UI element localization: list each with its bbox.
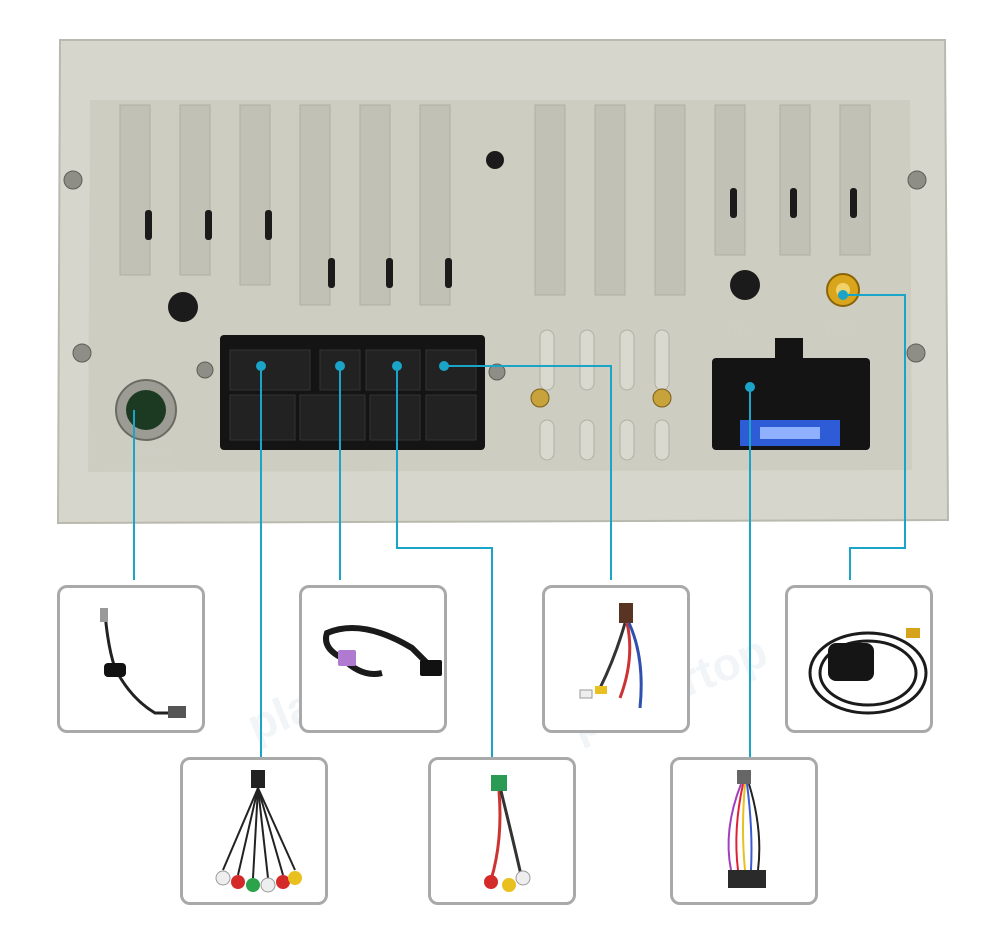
usb-cable-box <box>299 585 447 733</box>
rca-harness-icon <box>215 770 302 893</box>
power-harness-icon <box>727 770 766 888</box>
leader-line-aux <box>444 365 612 580</box>
rca-input-harness-box <box>428 757 576 905</box>
dtv-label: DTV <box>727 324 754 338</box>
gps-antenna-icon <box>808 628 928 715</box>
usb-cable-icon <box>323 625 442 677</box>
gps-label: GPS <box>826 324 854 338</box>
aux-wire-harness-box <box>542 585 690 733</box>
radio-antenna-adapter-box <box>57 585 205 733</box>
main-connector-block <box>220 335 485 450</box>
radio-label: RADIO <box>130 445 173 459</box>
leader-lines <box>133 294 906 757</box>
rca-output-harness-box <box>180 757 328 905</box>
antenna-adapter-cable-icon <box>100 608 186 718</box>
head-unit-back-panel: RADIO DTV GPS <box>56 39 950 525</box>
power-harness-box <box>670 757 818 905</box>
power-connector <box>712 338 870 450</box>
wire-harness-icon <box>579 603 643 709</box>
radio-antenna-socket <box>115 379 177 441</box>
leader-line-rca-input <box>396 366 493 757</box>
leader-line-gps <box>843 294 906 580</box>
gps-antenna-box <box>785 585 933 733</box>
rca-harness-small-icon <box>484 775 531 892</box>
